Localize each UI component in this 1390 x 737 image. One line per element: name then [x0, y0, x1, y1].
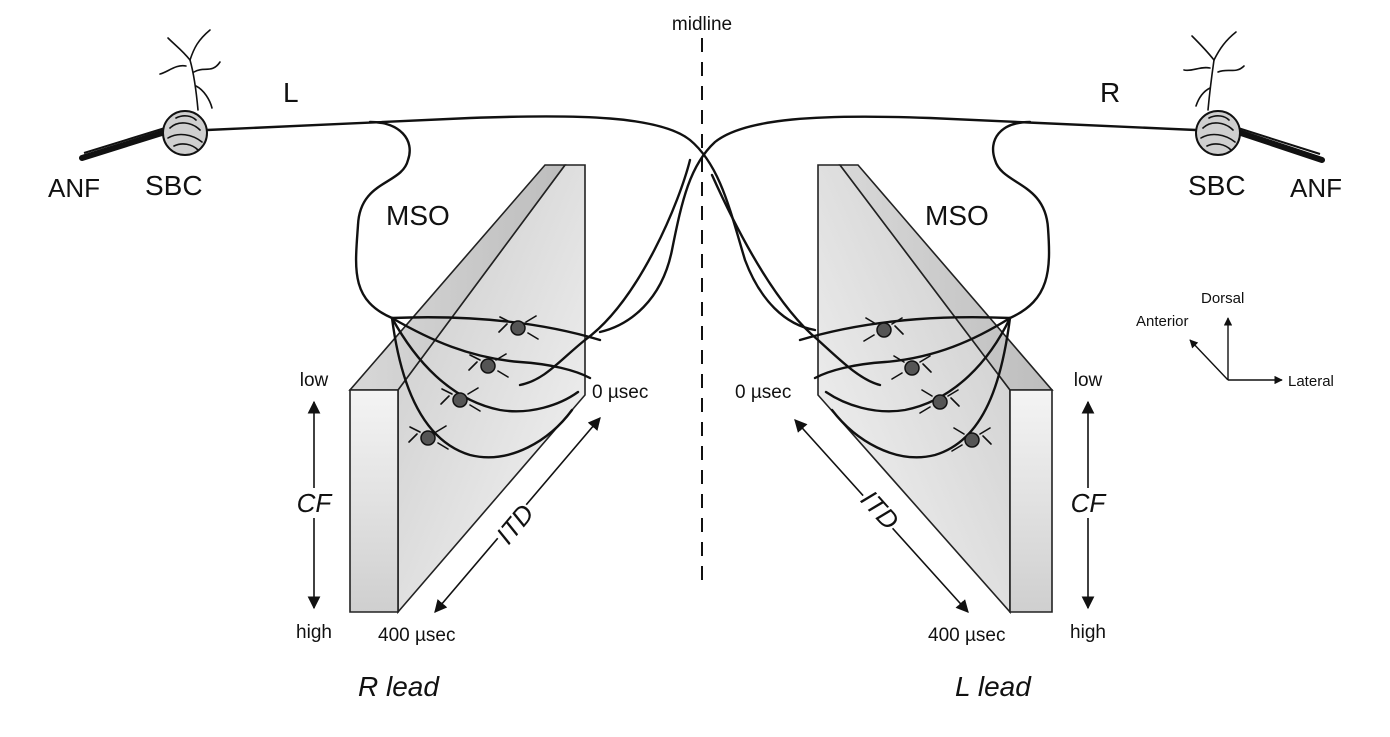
right-cf-low: low	[1074, 370, 1103, 391]
left-itd-title: ITD	[490, 498, 540, 549]
orientation-compass: Dorsal Anterior Lateral	[1136, 290, 1334, 390]
right-neuron-3	[919, 389, 960, 414]
right-side-label: R	[1100, 77, 1120, 108]
left-anf-bundle: ANF	[48, 127, 168, 203]
left-sbc-axon	[205, 115, 817, 332]
left-mso-outline	[354, 120, 411, 320]
left-map-caption: R lead	[358, 671, 440, 702]
midline: midline	[672, 14, 732, 580]
left-side: ANF SBC	[48, 29, 817, 702]
right-anf-label: ANF	[1290, 173, 1342, 203]
left-cf-low: low	[300, 370, 329, 391]
right-side: ANF SBC	[598, 31, 1342, 702]
lateral-label: Lateral	[1288, 373, 1334, 390]
left-neurons	[408, 315, 539, 450]
right-mso-lower-boundary	[710, 173, 882, 387]
left-neuron-1	[498, 315, 539, 340]
left-itd-far: 400 µsec	[378, 625, 456, 646]
anterior-label: Anterior	[1136, 313, 1189, 330]
right-itd-axis: ITD 0 µsec 400 µsec	[735, 382, 1006, 646]
left-cf-axis: CF low high	[296, 370, 333, 643]
left-neuron-2	[468, 353, 509, 378]
left-cf-high: high	[296, 622, 332, 643]
left-sbc-cell: SBC	[145, 29, 221, 201]
midline-label: midline	[672, 14, 732, 35]
right-mso-label: MSO	[925, 200, 989, 231]
right-neuron-1	[863, 317, 904, 342]
right-itd-near: 0 µsec	[735, 382, 791, 403]
left-itd-near: 0 µsec	[592, 382, 648, 403]
right-sbc-cell: SBC	[1183, 31, 1246, 201]
left-neuron-3	[440, 387, 481, 412]
right-anf-bundle: ANF	[1235, 127, 1342, 203]
right-map-caption: L lead	[955, 671, 1032, 702]
dorsal-label: Dorsal	[1201, 290, 1244, 307]
left-side-label: L	[283, 77, 299, 108]
right-itd-far: 400 µsec	[928, 625, 1006, 646]
left-cf-title: CF	[297, 488, 334, 518]
right-sbc-axon	[598, 115, 1198, 334]
right-cf-high: high	[1070, 622, 1106, 643]
left-anf-label: ANF	[48, 173, 100, 203]
right-cf-axis: CF low high	[1070, 370, 1107, 643]
right-cf-title: CF	[1071, 488, 1108, 518]
left-itd-axis: ITD 0 µsec 400 µsec	[378, 382, 648, 646]
left-itd-map-panel	[348, 164, 586, 615]
right-sbc-label: SBC	[1188, 170, 1246, 201]
right-itd-title: ITD	[855, 484, 905, 535]
left-sbc-label: SBC	[145, 170, 203, 201]
left-mso-label: MSO	[386, 200, 450, 231]
right-itd-map-panel	[817, 164, 1054, 615]
right-neuron-2	[891, 355, 932, 380]
right-mso-outline	[991, 120, 1051, 320]
left-mso-lower-boundary	[518, 158, 692, 387]
